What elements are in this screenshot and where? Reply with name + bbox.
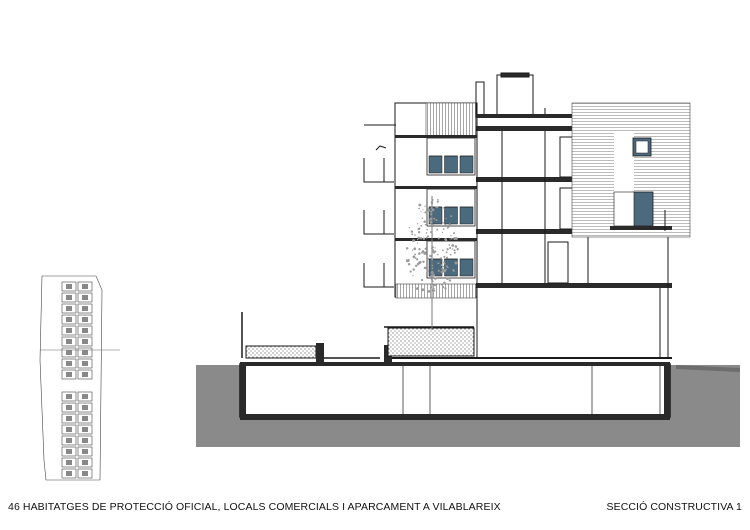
residential-block	[363, 72, 691, 358]
tree-icon	[405, 196, 459, 330]
project-title: 46 HABITATGES DE PROTECCIÓ OFICIAL, LOCA…	[8, 501, 501, 513]
sheet-title: SECCIÓ CONSTRUCTIVA 1	[606, 501, 742, 513]
basement-parking	[239, 362, 671, 420]
key-plan-icon	[39, 275, 120, 481]
courtyard-planters	[241, 312, 672, 363]
